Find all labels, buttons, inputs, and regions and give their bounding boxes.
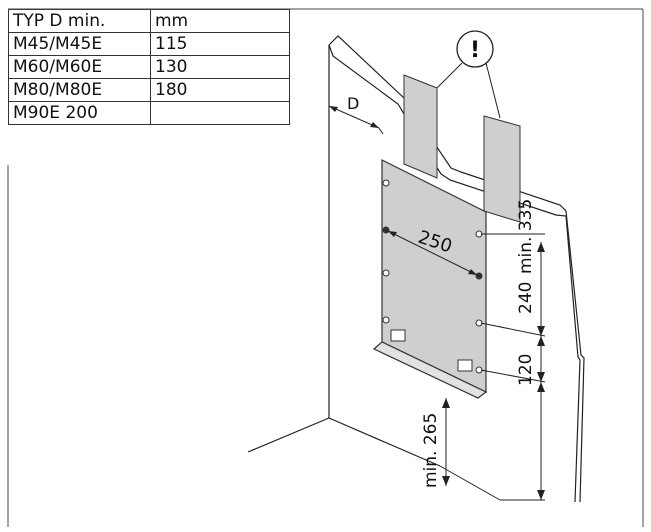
- warning-mark: !: [470, 38, 480, 63]
- label-120: 120: [516, 354, 536, 386]
- arrow-250-end: [468, 269, 477, 275]
- label-min-265: min. 265: [421, 413, 441, 488]
- vertical-bar-left: [403, 74, 438, 179]
- dimension-250-line: [385, 229, 480, 277]
- dimension-d-line: [328, 105, 380, 129]
- screw-hole: [382, 179, 390, 187]
- arrow-chain: [537, 326, 545, 336]
- floor-line: [247, 417, 330, 453]
- arrow-265-start: [442, 398, 450, 408]
- distance-value: 180: [155, 80, 188, 100]
- vertical-bar-right: [483, 115, 521, 223]
- table-cell: M60/M60E: [8, 55, 151, 79]
- plate-flange: [372, 341, 488, 399]
- arrow-chain: [537, 372, 545, 382]
- table-row: M80/M80E 180: [8, 78, 290, 102]
- warning-icon: [456, 30, 494, 68]
- header-unit: mm: [155, 11, 189, 31]
- mounting-slot: [457, 359, 473, 372]
- model-name: M80/M80E: [13, 80, 103, 100]
- screw-hole: [382, 269, 390, 277]
- table-cell: M80/M80E: [8, 78, 151, 102]
- arrow-chain: [537, 242, 545, 252]
- arrow-chain: [537, 336, 545, 346]
- floor-line-2: [328, 417, 441, 467]
- arrow-d-end: [370, 122, 379, 128]
- table-cell: [150, 101, 290, 125]
- heater-outline-inner: [328, 44, 581, 503]
- arrow-chain: [537, 490, 545, 500]
- heater-outline: [328, 35, 585, 503]
- arrow-chain: [537, 382, 545, 392]
- table-header-cell: TYP D min.: [8, 9, 151, 33]
- arrow-d-start: [329, 106, 338, 112]
- dimension-table: TYP D min. mm M45/M45E 115 M60/M60E 130 …: [8, 9, 290, 125]
- label-min-335: min. 335: [516, 199, 536, 274]
- table-row: M90E 200: [8, 101, 290, 125]
- header-type: TYP D min.: [13, 11, 106, 31]
- model-name: M90E 200: [13, 103, 98, 123]
- extension-line: [480, 369, 546, 383]
- label-d: D: [347, 94, 359, 113]
- table-cell: M90E 200: [8, 101, 151, 125]
- distance-value: 115: [155, 34, 188, 54]
- dimension-d-tick: [378, 127, 384, 135]
- label-240: 240: [516, 282, 536, 314]
- screw-hole: [382, 316, 390, 324]
- mounting-slot: [390, 329, 406, 342]
- warning-leader-left: [436, 62, 463, 89]
- table-row: M45/M45E 115: [8, 32, 290, 56]
- table-cell: 115: [150, 32, 290, 56]
- arrow-265-end: [442, 476, 450, 486]
- model-name: M45/M45E: [13, 34, 103, 54]
- distance-value: 130: [155, 57, 188, 77]
- warning-leader-right: [485, 62, 501, 119]
- arrow-250-start: [388, 231, 397, 237]
- model-name: M60/M60E: [13, 57, 103, 77]
- table-cell: M45/M45E: [8, 32, 151, 56]
- extension-line: [480, 322, 546, 337]
- floor-extension: [439, 465, 501, 501]
